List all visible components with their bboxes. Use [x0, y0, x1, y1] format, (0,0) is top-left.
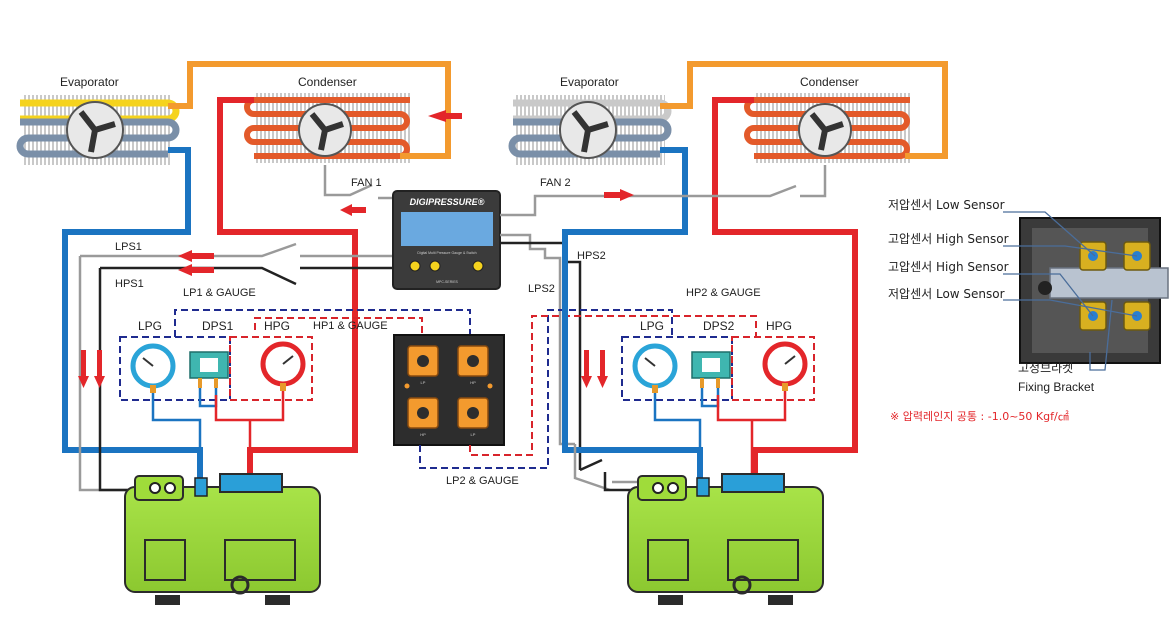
controller-set-button[interactable]: [472, 260, 484, 272]
controller-up-button[interactable]: [409, 260, 421, 272]
left-evaporator: [16, 95, 180, 165]
legend-high-sensor-2: 고압센서 High Sensor: [888, 260, 1009, 274]
port-label: HP: [420, 432, 426, 437]
port-label: LP: [471, 432, 476, 437]
controller-down-button[interactable]: [429, 260, 441, 272]
right-fan-label: FAN 2: [540, 177, 571, 189]
hp2-gauge-label: HP2 & GAUGE: [686, 287, 761, 299]
center-sensor-block: LP HP HP LP: [393, 334, 505, 446]
left-dps-label: DPS1: [202, 319, 234, 333]
legend-bracket-ko: 고정브라켓: [1018, 361, 1073, 375]
port-label: HP: [470, 380, 476, 385]
hps1-label: HPS1: [115, 278, 144, 290]
left-lpg-label: LPG: [138, 319, 162, 333]
right-system: Evaporator Condenser FAN 2 HPS2 LPS2 HP2…: [500, 61, 948, 605]
left-system: Evaporator Condenser FAN 1 LPS1 HPS1: [16, 61, 471, 605]
left-condenser-label: Condenser: [298, 75, 357, 89]
left-hpg-label: HPG: [264, 319, 290, 333]
left-evaporator-label: Evaporator: [60, 75, 119, 89]
left-condenser: [244, 93, 410, 163]
digipressure-controller: DIGIPRESSURE® Digital Multi Pressure Gau…: [392, 190, 501, 290]
lp1-gauge-label: LP1 & GAUGE: [183, 287, 256, 299]
legend-low-sensor-bottom: 저압센서 Low Sensor: [888, 287, 1005, 301]
left-compressor: [124, 473, 321, 605]
lps1-label: LPS1: [115, 241, 142, 253]
hps2-label: HPS2: [577, 250, 606, 262]
lps2-label: LPS2: [528, 283, 555, 295]
right-lpg-label: LPG: [640, 319, 664, 333]
controller-subtitle: Digital Multi Pressure Gauge & Switch: [417, 251, 476, 255]
left-flow-arrow: [428, 110, 446, 122]
legend-bracket-en: Fixing Bracket: [1018, 380, 1095, 394]
controller-brand: DIGIPRESSURE®: [410, 197, 485, 207]
right-dps-label: DPS2: [703, 319, 735, 333]
sensor-bracket-illustration: [1019, 217, 1169, 364]
right-evaporator-label: Evaporator: [560, 75, 619, 89]
right-hpg-label: HPG: [766, 319, 792, 333]
right-condenser-label: Condenser: [800, 75, 859, 89]
legend-low-sensor-top: 저압센서 Low Sensor: [888, 198, 1005, 212]
left-suction-line: [62, 147, 203, 478]
controller-model: MPC-SERIES: [436, 280, 458, 284]
hp1-gauge-label: HP1 & GAUGE: [313, 320, 388, 332]
port-label: LP: [421, 380, 426, 385]
right-condenser: [744, 93, 910, 163]
right-evaporator: [508, 95, 672, 165]
legend-high-sensor-1: 고압센서 High Sensor: [888, 232, 1009, 246]
left-fan-label: FAN 1: [351, 177, 382, 189]
left-liquid-line: [168, 61, 451, 159]
pressure-range-note: ※ 압력레인지 공통 : -1.0~50 Kgf/㎠: [890, 410, 1069, 423]
lp2-gauge-label: LP2 & GAUGE: [446, 475, 519, 487]
right-compressor: [627, 473, 824, 605]
